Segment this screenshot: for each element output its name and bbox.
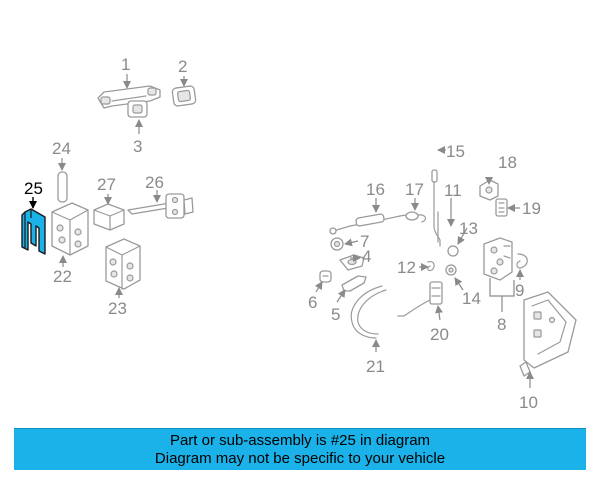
part-15-lock-rod[interactable] [431,169,441,247]
callout-23[interactable]: 23 [108,299,127,318]
callout-9[interactable]: 9 [515,281,524,300]
callout-7[interactable]: 7 [360,232,369,251]
callout-18[interactable]: 18 [498,153,517,172]
callout-16[interactable]: 16 [366,180,385,199]
part-12-clip[interactable] [427,261,435,272]
callout-24[interactable]: 24 [52,139,71,158]
callout-26[interactable]: 26 [145,173,164,192]
banner-line-2: Diagram may not be specific to your vehi… [154,449,446,467]
callout-1[interactable]: 1 [121,55,130,74]
callout-21[interactable]: 21 [366,357,385,376]
part-3-gasket[interactable] [127,100,148,118]
callout-14[interactable]: 14 [462,289,481,308]
part-2-handle-bezel[interactable] [171,85,197,107]
part-5-inside-handle[interactable] [341,275,367,292]
part-6-clip[interactable] [319,270,332,283]
callout-11[interactable]: 11 [444,181,462,200]
callout-10[interactable]: 10 [519,393,538,412]
part-4-guide[interactable] [339,254,365,271]
leader-lines [29,74,534,388]
callout-5[interactable]: 5 [331,305,340,324]
callout-labels: 1 2 3 4 5 6 7 8 9 10 11 12 13 14 15 16 1… [24,55,541,412]
part-1-outside-handle[interactable] [97,85,161,109]
part-8-latch[interactable] [483,237,513,281]
part-10-bracket[interactable] [519,291,577,377]
part-24-pin[interactable] [57,171,68,203]
part-23-hinge[interactable] [105,238,141,290]
callout-17[interactable]: 17 [405,180,424,199]
part-27-bracket[interactable] [93,203,125,231]
part-7-bushing[interactable] [330,237,344,251]
callout-25-highlighted[interactable]: 25 [24,179,43,198]
part-21-weatherstrip[interactable] [350,285,387,339]
callout-27[interactable]: 27 [97,175,116,194]
part-14-bushing[interactable] [445,264,457,276]
part-13-bushing[interactable] [447,245,459,257]
callout-2[interactable]: 2 [178,57,187,76]
callout-15[interactable]: 15 [446,142,465,161]
part-19-retainer[interactable] [495,198,508,217]
part-info-banner: Part or sub-assembly is #25 in diagram D… [14,428,586,470]
part-20-actuator[interactable] [397,281,443,317]
callout-22[interactable]: 22 [53,267,72,286]
part-9-spring[interactable] [516,253,528,269]
part-16-remote-cable[interactable] [329,213,413,235]
callout-3[interactable]: 3 [133,137,142,156]
callout-6[interactable]: 6 [308,293,317,312]
callout-12[interactable]: 12 [397,258,416,277]
part-22-hinge[interactable] [51,202,89,256]
banner-line-1: Part or sub-assembly is #25 in diagram [169,431,431,449]
parts-diagram: 1 2 3 4 5 6 7 8 9 10 11 12 13 14 15 16 1… [21,55,577,412]
callout-20[interactable]: 20 [430,325,449,344]
part-25-shim-highlighted[interactable] [21,208,46,255]
callout-8[interactable]: 8 [497,315,506,334]
callout-13[interactable]: 13 [459,219,478,238]
part-26-door-check[interactable] [127,193,194,219]
part-17-clip[interactable] [405,211,427,223]
callout-4[interactable]: 4 [362,247,371,266]
callout-19[interactable]: 19 [522,199,541,218]
